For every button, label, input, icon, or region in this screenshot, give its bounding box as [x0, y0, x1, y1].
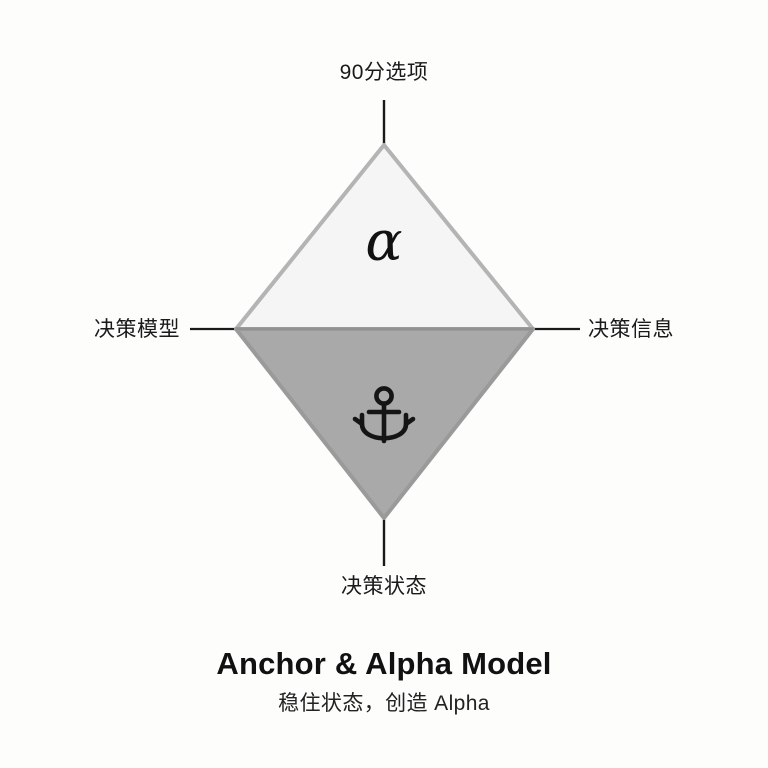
alpha-symbol: α	[365, 209, 403, 273]
caption-title: Anchor & Alpha Model	[216, 646, 552, 681]
anchor-fluke-left	[352, 412, 365, 427]
caption-block: Anchor & Alpha Model 稳住状态，创造 Alpha	[0, 646, 768, 716]
anchor-fluke-right	[403, 412, 416, 427]
node-label-bottom[interactable]: 决策状态	[341, 575, 427, 598]
node-label-left[interactable]: 决策模型	[94, 318, 180, 341]
node-label-right[interactable]: 决策信息	[588, 318, 674, 341]
anchor-icon	[352, 386, 416, 444]
anchor-arms	[359, 421, 409, 441]
node-label-top[interactable]: 90分选项	[339, 61, 429, 84]
caption-subtitle: 稳住状态，创造 Alpha	[278, 691, 490, 715]
